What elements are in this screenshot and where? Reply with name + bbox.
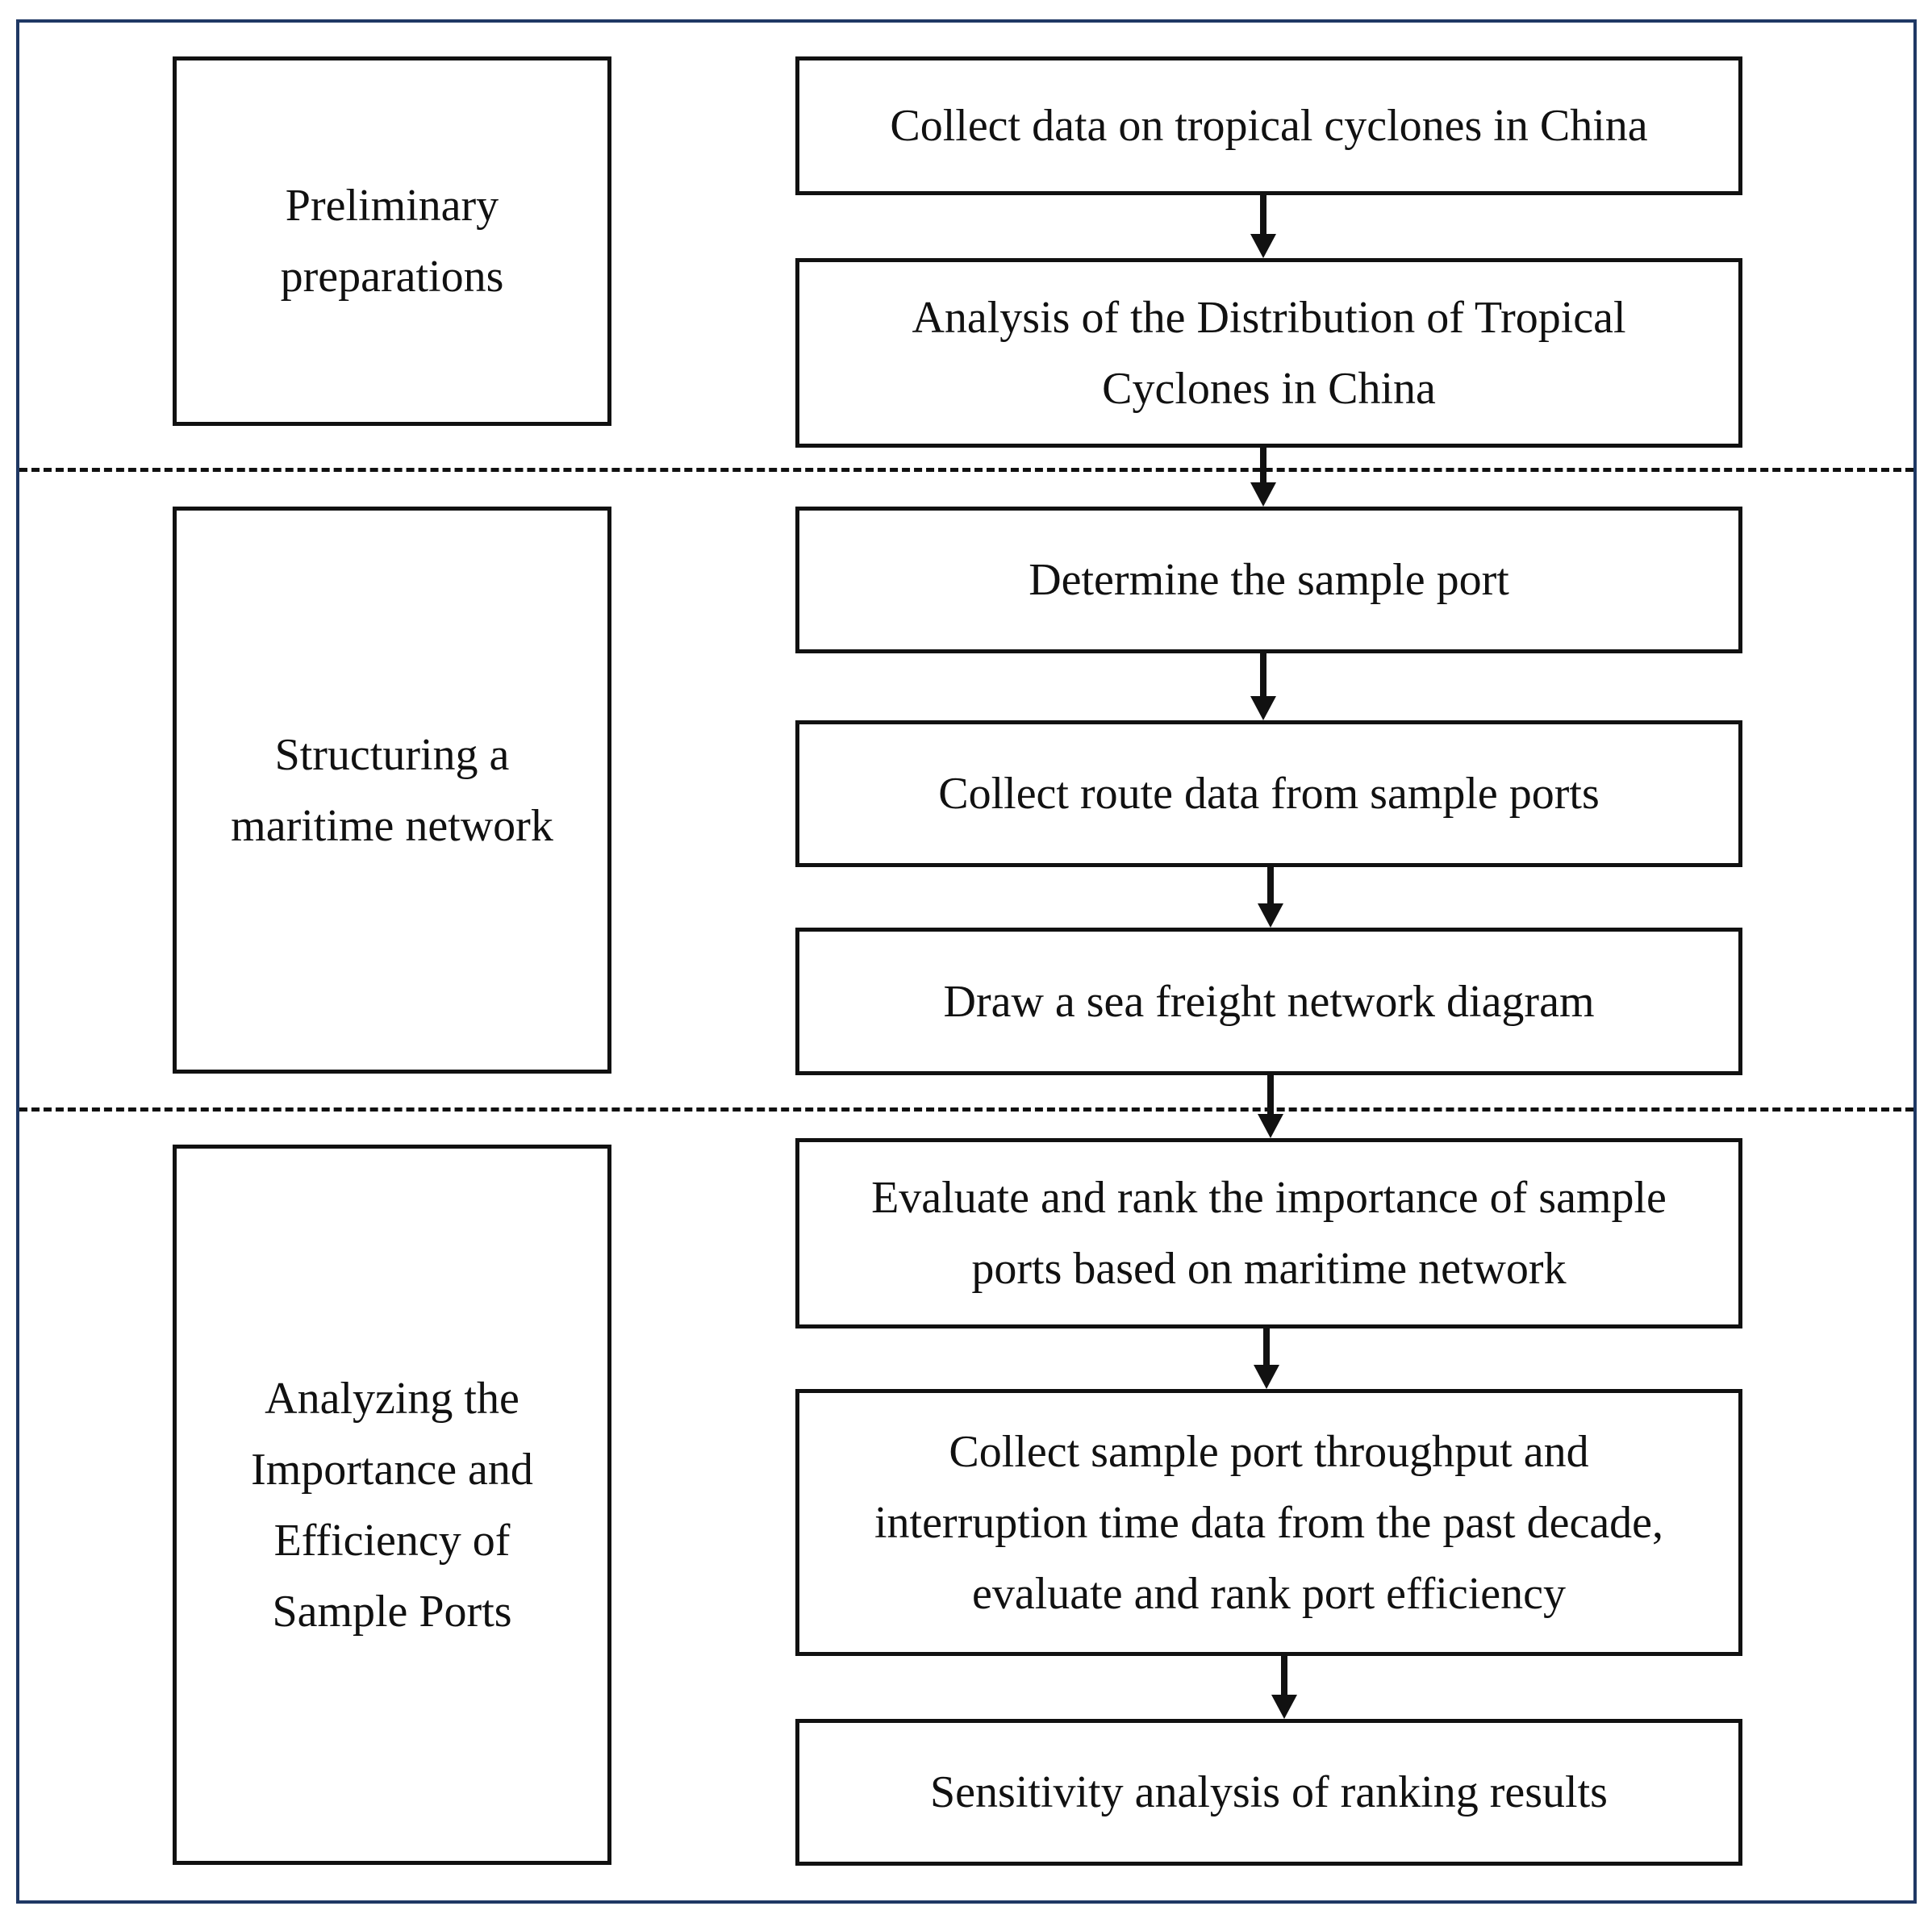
phase-label: Structuring a maritime network xyxy=(231,729,553,851)
phase-label: Analyzing the Importance and Efficiency … xyxy=(251,1373,533,1637)
step-label: Analysis of the Distribution of Tropical… xyxy=(912,292,1626,414)
step-collect-route-data: Collect route data from sample ports xyxy=(795,720,1742,867)
diagram-frame xyxy=(16,19,1917,1904)
arrow-step2-to-step3 xyxy=(1250,448,1276,507)
section-divider-1 xyxy=(19,468,1913,472)
arrow-step7-to-step8 xyxy=(1271,1656,1297,1719)
arrow-step4-to-step5 xyxy=(1258,867,1283,928)
step-label: Evaluate and rank the importance of samp… xyxy=(871,1173,1667,1294)
section-divider-2 xyxy=(19,1107,1913,1112)
arrow-step1-to-step2 xyxy=(1250,195,1276,258)
arrow-step3-to-step4 xyxy=(1250,653,1276,720)
step-label: Collect sample port throughput and inter… xyxy=(874,1426,1664,1619)
phase-structuring-maritime-network: Structuring a maritime network xyxy=(173,507,611,1074)
phase-preliminary-preparations: Preliminary preparations xyxy=(173,56,611,426)
step-draw-network-diagram: Draw a sea freight network diagram xyxy=(795,928,1742,1075)
step-rank-port-importance: Evaluate and rank the importance of samp… xyxy=(795,1138,1742,1328)
step-label: Sensitivity analysis of ranking results xyxy=(930,1767,1608,1817)
step-determine-sample-port: Determine the sample port xyxy=(795,507,1742,653)
step-label: Collect data on tropical cyclones in Chi… xyxy=(890,101,1648,151)
step-collect-cyclone-data: Collect data on tropical cyclones in Chi… xyxy=(795,56,1742,195)
phase-label: Preliminary preparations xyxy=(280,181,504,302)
step-analyze-cyclone-distribution: Analysis of the Distribution of Tropical… xyxy=(795,258,1742,448)
step-label: Collect route data from sample ports xyxy=(938,769,1600,819)
step-label: Determine the sample port xyxy=(1029,555,1509,605)
arrow-step6-to-step7 xyxy=(1254,1328,1279,1389)
step-sensitivity-analysis: Sensitivity analysis of ranking results xyxy=(795,1719,1742,1866)
phase-analyzing-importance-efficiency: Analyzing the Importance and Efficiency … xyxy=(173,1145,611,1865)
arrow-step5-to-step6 xyxy=(1258,1075,1283,1138)
step-label: Draw a sea freight network diagram xyxy=(943,976,1595,1027)
step-rank-port-efficiency: Collect sample port throughput and inter… xyxy=(795,1389,1742,1656)
